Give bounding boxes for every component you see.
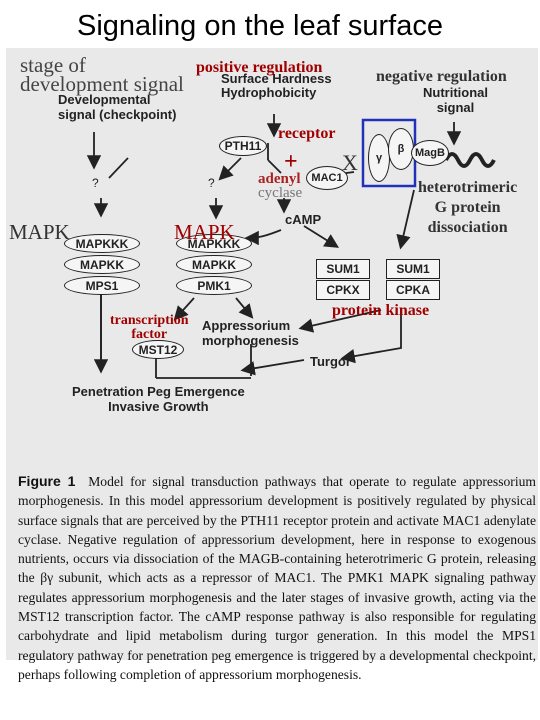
mac1-adenylate-cyclase: MAC1 bbox=[306, 166, 348, 190]
gamma-subunit: γ bbox=[368, 134, 390, 182]
unknown-node-left: ? bbox=[92, 176, 99, 190]
unknown-node-right: ? bbox=[208, 176, 215, 190]
mapk-left-label: MAPK bbox=[9, 220, 70, 244]
slide-title: Signaling on the leaf surface bbox=[77, 10, 443, 42]
figure-caption: Figure 1 Model for signal transduction p… bbox=[18, 472, 536, 684]
cpka-box: CPKA bbox=[386, 280, 440, 300]
mapkkk-right: MAPKKK bbox=[176, 234, 252, 253]
pth11-receptor: PTH11 bbox=[219, 136, 267, 156]
camp-label: cAMP bbox=[285, 212, 322, 227]
appressorium-morphogenesis-label: Appressorium morphogenesis bbox=[202, 318, 299, 348]
pmk1-mapk: PMK1 bbox=[176, 276, 252, 295]
positive-regulation-label: positive regulation bbox=[196, 59, 323, 76]
mapkk-right: MAPKK bbox=[176, 255, 252, 274]
inhibition-x-mark: X bbox=[342, 150, 358, 175]
caption-heading: Figure 1 bbox=[18, 473, 76, 489]
pathway-arrows bbox=[86, 114, 496, 379]
mps1-mapk: MPS1 bbox=[64, 276, 140, 295]
activation-plus-sign: + bbox=[284, 149, 298, 175]
mapkkk-left: MAPKKK bbox=[64, 234, 140, 253]
cpkx-box: CPKX bbox=[316, 280, 370, 300]
mst12-transcription-factor: MST12 bbox=[132, 340, 184, 359]
turgor-label: Turgor bbox=[310, 354, 351, 369]
transcription-factor-label: transcription factor bbox=[110, 313, 189, 342]
mapkk-left: MAPKK bbox=[64, 255, 140, 274]
surface-signal-label: Surface Hardness Hydrophobicity bbox=[221, 71, 332, 100]
penetration-label: Penetration Peg Emergence Invasive Growt… bbox=[72, 384, 245, 414]
caption-text: Model for signal transduction pathways t… bbox=[18, 474, 536, 682]
negative-regulation-label: negative regulation bbox=[376, 68, 507, 85]
sum1-left: SUM1 bbox=[316, 259, 370, 279]
beta-subunit: β bbox=[388, 128, 414, 170]
receptor-label: receptor bbox=[278, 125, 336, 142]
nutritional-signal-label: Nutritional signal bbox=[423, 85, 488, 115]
sum1-right: SUM1 bbox=[386, 259, 440, 279]
developmental-signal-label: Developmental signal (checkpoint) bbox=[58, 92, 177, 122]
magb-subunit: MagB bbox=[411, 140, 449, 166]
adenyl-cyclase-label: adenyl cyclase bbox=[258, 171, 303, 201]
mapk-right-label: MAPK bbox=[174, 220, 235, 244]
stage-of-development-label: stage of development signal bbox=[20, 53, 184, 96]
g-protein-dissociation-label: heterotrimeric G protein dissociation bbox=[418, 179, 518, 236]
protein-kinase-label: protein kinase bbox=[332, 302, 430, 319]
figure-panel: Surface Hardness Hydrophobicity Developm… bbox=[6, 48, 538, 682]
